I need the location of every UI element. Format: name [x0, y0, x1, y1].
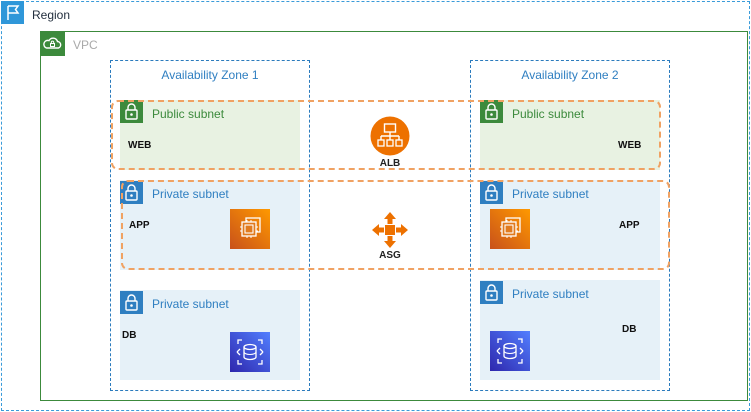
ec2-instance-icon — [230, 209, 270, 249]
padlock-icon — [120, 291, 143, 314]
ec2-instance-icon — [490, 209, 530, 249]
padlock-icon — [480, 181, 503, 204]
availability-zone-2-label: Availability Zone 2 — [521, 68, 619, 82]
load-balancer-icon — [370, 116, 410, 156]
az2-db-subnet-label: Private subnet — [512, 287, 589, 301]
az1-db-subnet — [120, 290, 300, 380]
padlock-icon — [120, 100, 143, 123]
asg-label: ASG — [379, 250, 401, 261]
vpc-label: VPC — [73, 38, 98, 52]
az1-public-subnet — [120, 100, 300, 170]
vpc-boundary — [40, 31, 748, 401]
az2-web-tier-label: WEB — [618, 140, 642, 151]
availability-zone-1-label: Availability Zone 1 — [161, 68, 259, 82]
az1-web-tier-label: WEB — [128, 140, 152, 151]
alb-group-boundary — [111, 100, 661, 170]
rds-database-icon — [230, 332, 270, 372]
region-label: Region — [32, 8, 71, 22]
az1-app-tier-label: APP — [129, 220, 150, 231]
alb-label: ALB — [379, 158, 401, 169]
az2-public-subnet-label: Public subnet — [512, 107, 585, 121]
asg-group-boundary — [121, 180, 670, 270]
az2-public-subnet — [480, 100, 660, 170]
az1-public-subnet-label: Public subnet — [152, 107, 225, 121]
rds-database-icon — [490, 331, 530, 371]
az1-app-subnet — [120, 180, 300, 270]
availability-zone-1 — [110, 60, 310, 391]
az1-db-subnet-label: Private subnet — [152, 297, 229, 311]
az2-app-subnet-label: Private subnet — [512, 187, 589, 201]
auto-scaling-icon — [370, 210, 410, 250]
padlock-icon — [480, 281, 503, 304]
cloud-icon — [40, 31, 65, 56]
az2-app-tier-label: APP — [619, 220, 640, 231]
az2-db-tier-label: DB — [622, 324, 637, 335]
az1-app-subnet-label: Private subnet — [152, 187, 229, 201]
flag-icon — [1, 1, 24, 24]
az1-db-tier-label: DB — [122, 330, 137, 341]
padlock-icon — [480, 100, 503, 123]
